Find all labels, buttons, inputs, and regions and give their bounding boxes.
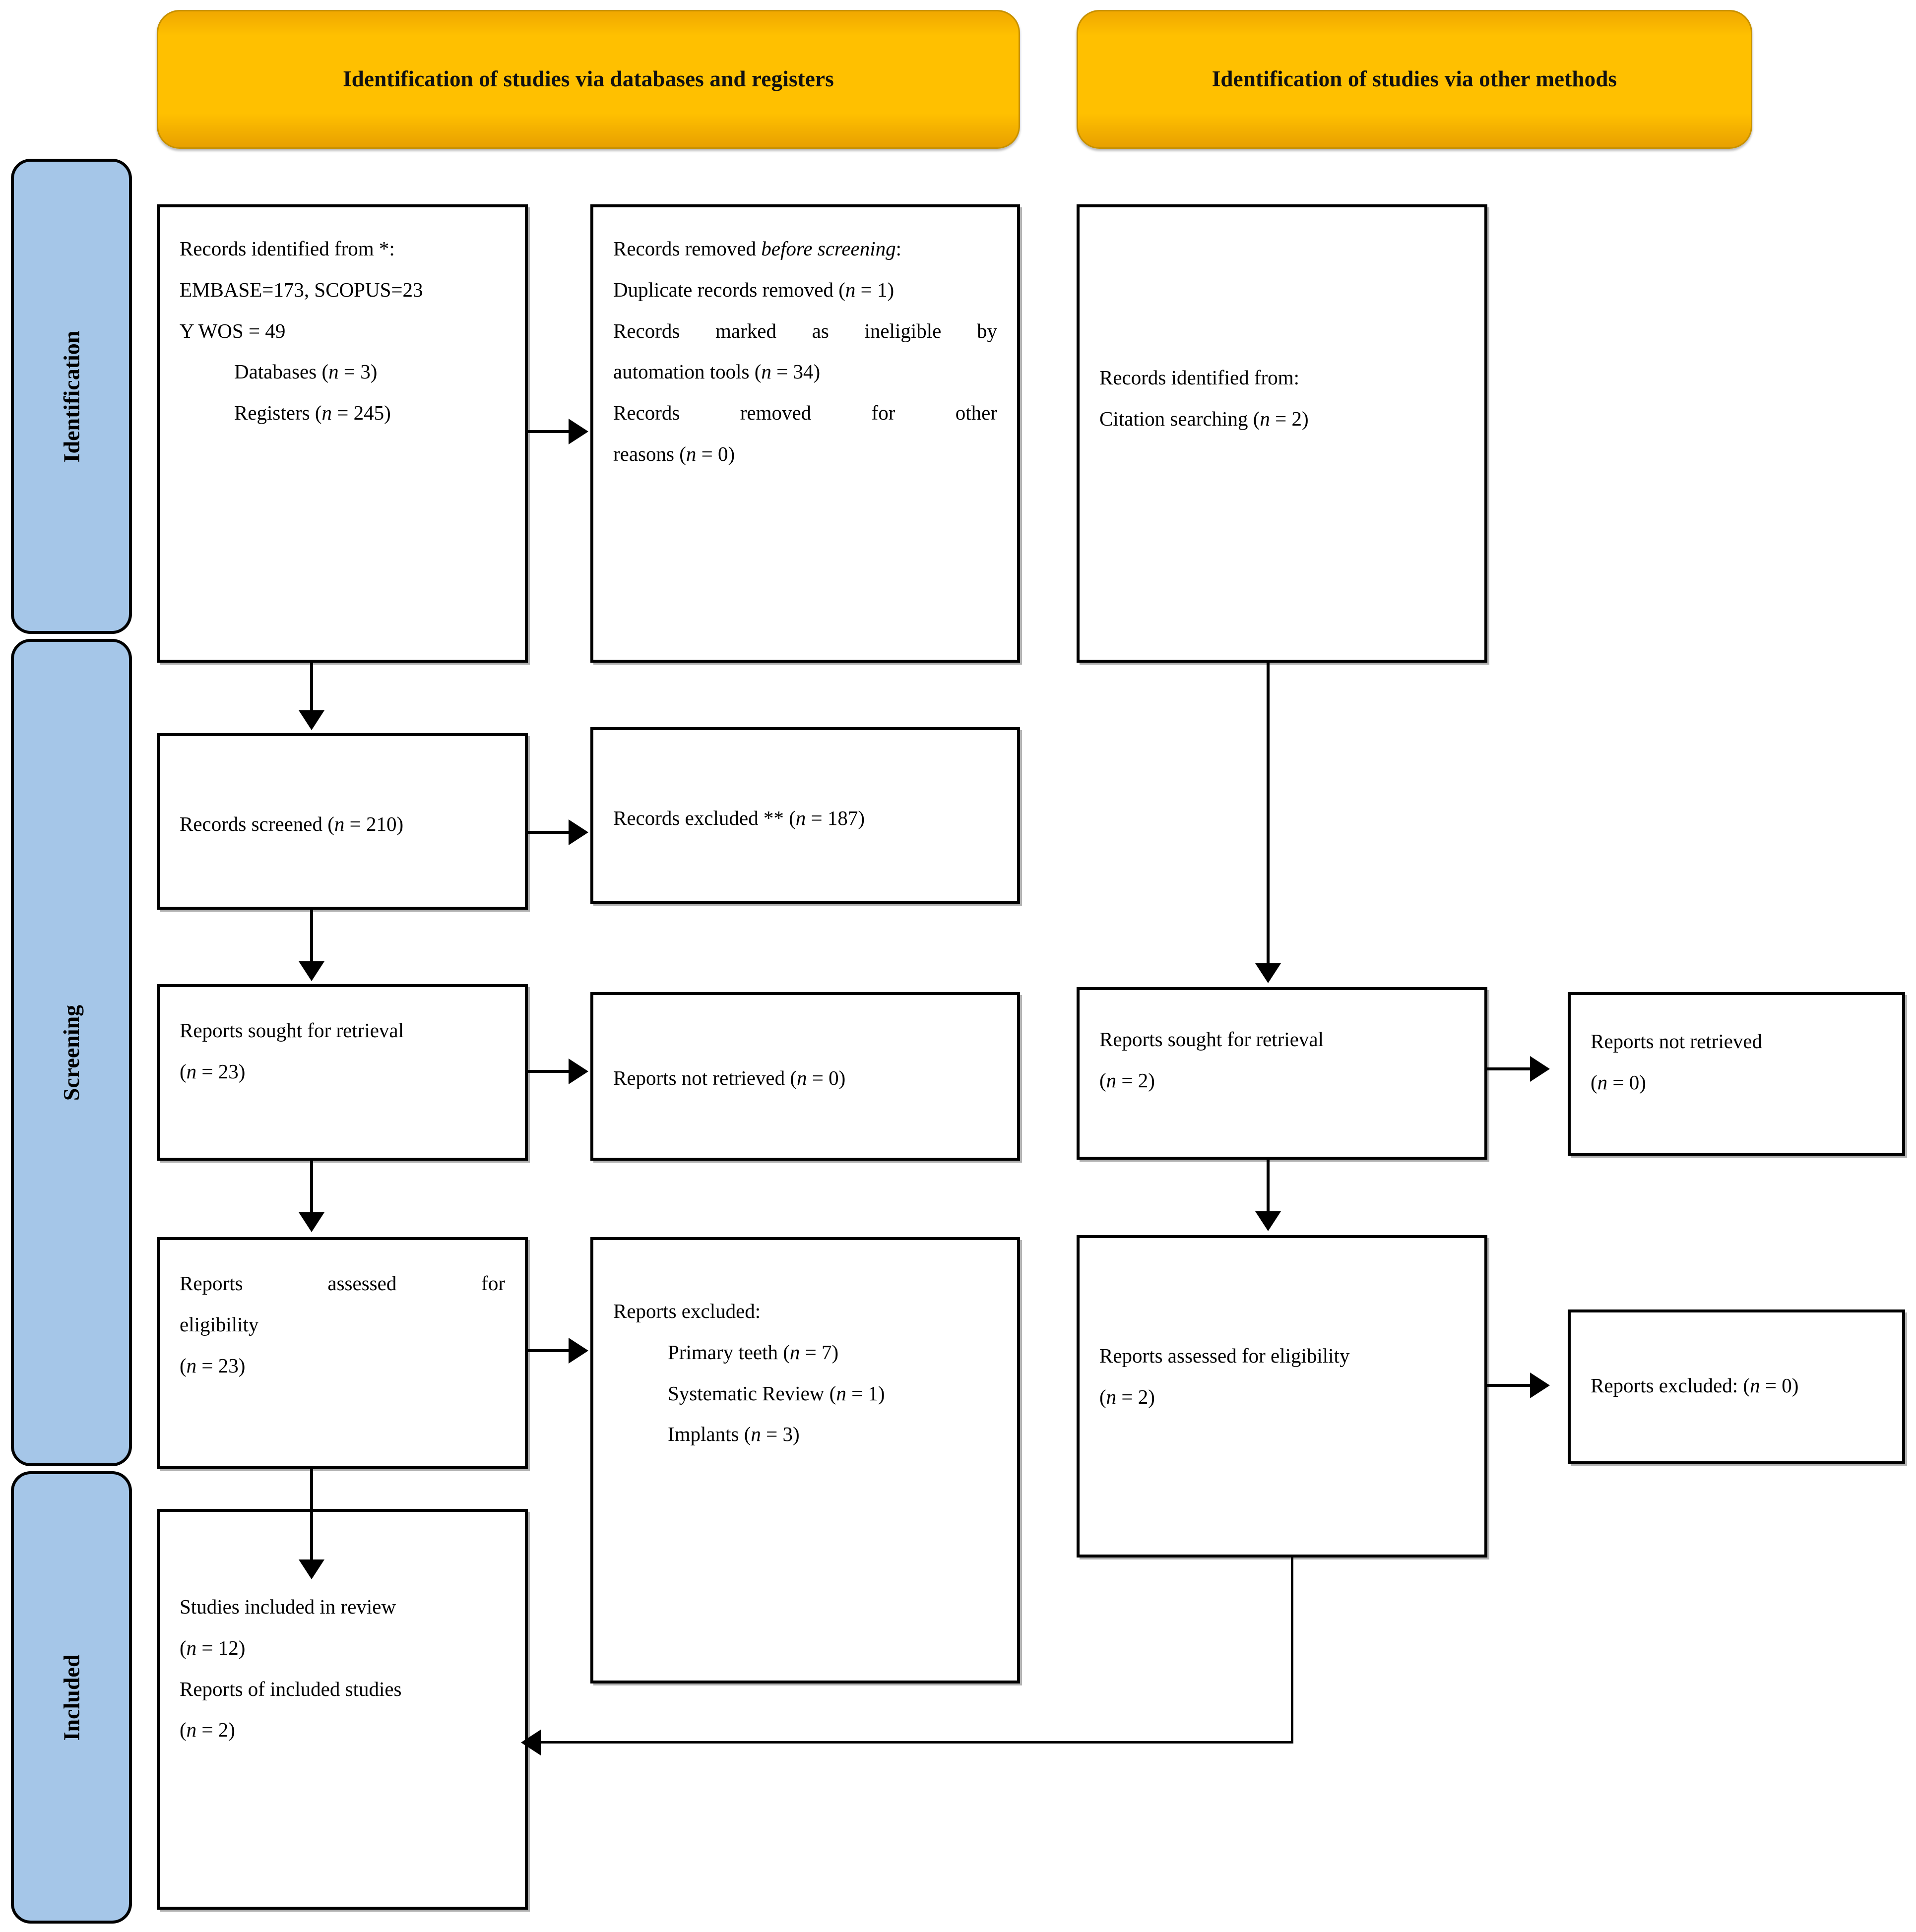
banner-databases-label: Identification of studies via databases …	[343, 66, 834, 92]
stage-included: Included	[11, 1471, 132, 1924]
box-other-sought: Reports sought for retrieval (n = 2)	[1077, 987, 1487, 1160]
connector-screened-to-excluded	[528, 831, 571, 834]
box-studies-included: Studies included in review (n = 12) Repo…	[157, 1509, 528, 1910]
records-removed-other-1: Records removed for other	[613, 401, 997, 425]
records-identified-databases: Databases (n = 3)	[234, 360, 378, 383]
other-not-retrieved-count: (n = 0)	[1591, 1070, 1646, 1094]
stage-screening: Screening	[11, 639, 132, 1466]
records-excluded-text: Records excluded ** (n = 187)	[613, 807, 865, 829]
connector-assessed-to-included	[310, 1469, 313, 1563]
reports-assessed-line2: eligibility	[180, 1312, 259, 1336]
studies-included-text: Studies included in review	[180, 1595, 396, 1618]
connector-other-assessed-to-excluded	[1487, 1384, 1532, 1387]
arrow-other-assessed-to-excluded	[1530, 1372, 1550, 1398]
stage-identification-label: Identification	[59, 330, 84, 462]
records-identified-registers: Registers (n = 245)	[234, 401, 391, 425]
banner-databases: Identification of studies via databases …	[157, 10, 1020, 149]
stage-screening-label: Screening	[59, 1004, 84, 1101]
stage-included-label: Included	[59, 1654, 84, 1741]
records-removed-duplicates: Duplicate records removed (n = 1)	[613, 278, 894, 301]
arrow-screened-to-excluded	[569, 819, 588, 845]
reports-of-included-count: (n = 2)	[180, 1718, 235, 1742]
connector-sought-to-not-retrieved	[528, 1070, 571, 1073]
box-records-excluded: Records excluded ** (n = 187)	[590, 727, 1020, 904]
reports-not-retrieved-text: Reports not retrieved (n = 0)	[613, 1066, 846, 1089]
connector-other-identified-to-sought	[1267, 663, 1270, 966]
arrow-sought-to-assessed	[299, 1212, 324, 1232]
records-screened-text: Records screened (n = 210)	[180, 812, 404, 835]
other-assessed-count: (n = 2)	[1099, 1385, 1155, 1408]
connector-sought-to-assessed	[310, 1161, 313, 1215]
records-identified-line1: Records identified from *:	[180, 237, 395, 260]
arrow-other-sought-to-assessed	[1255, 1211, 1281, 1231]
arrow-identified-to-removed	[569, 419, 588, 444]
reports-of-included-text: Reports of included studies	[180, 1677, 402, 1700]
connector-assessed-to-excluded	[528, 1349, 571, 1352]
other-excluded-text: Reports excluded: (n = 0)	[1591, 1374, 1799, 1397]
reports-excluded-heading: Reports excluded:	[613, 1300, 761, 1322]
other-not-retrieved-text: Reports not retrieved	[1591, 1030, 1763, 1053]
banner-other-methods: Identification of studies via other meth…	[1077, 10, 1752, 149]
arrow-sought-to-not-retrieved	[569, 1059, 588, 1084]
arrow-identified-to-screened	[299, 710, 324, 730]
reports-excluded-systematic-review: Systematic Review (n = 1)	[668, 1381, 885, 1405]
reports-sought-count: (n = 23)	[180, 1059, 246, 1083]
other-sought-count: (n = 2)	[1099, 1068, 1155, 1092]
box-other-not-retrieved: Reports not retrieved (n = 0)	[1568, 992, 1905, 1156]
records-identified-line2: EMBASE=173, SCOPUS=23	[180, 278, 423, 301]
records-removed-heading: Records removed before screening:	[613, 237, 902, 260]
box-reports-not-retrieved: Reports not retrieved (n = 0)	[590, 992, 1020, 1161]
box-reports-excluded-reasons: Reports excluded: Primary teeth (n = 7) …	[590, 1237, 1020, 1683]
reports-assessed-line1: Reports assessed for	[180, 1272, 505, 1295]
box-other-excluded: Reports excluded: (n = 0)	[1568, 1309, 1905, 1464]
records-removed-automation-1: Records marked as ineligible by	[613, 319, 997, 342]
connector-identified-to-removed	[528, 430, 571, 433]
box-reports-sought: Reports sought for retrieval (n = 23)	[157, 984, 528, 1161]
box-records-screened: Records screened (n = 210)	[157, 733, 528, 910]
arrow-other-sought-to-not-retrieved	[1530, 1056, 1550, 1082]
records-removed-other-2: reasons (n = 0)	[613, 442, 735, 466]
reports-excluded-implants: Implants (n = 3)	[668, 1423, 800, 1446]
connector-screened-to-sought	[310, 910, 313, 964]
records-identified-line3: Y WOS = 49	[180, 319, 286, 342]
connector-other-sought-to-assessed	[1267, 1160, 1270, 1214]
arrow-other-identified-to-sought	[1255, 963, 1281, 983]
studies-included-count: (n = 12)	[180, 1636, 246, 1659]
reports-excluded-primary-teeth: Primary teeth (n = 7)	[668, 1340, 839, 1364]
box-reports-assessed: Reports assessed for eligibility (n = 23…	[157, 1237, 528, 1469]
connector-other-assessed-elbow-horizontal	[541, 1741, 1292, 1744]
other-assessed-text: Reports assessed for eligibility	[1099, 1344, 1350, 1367]
reports-assessed-count: (n = 23)	[180, 1354, 246, 1377]
other-sought-text: Reports sought for retrieval	[1099, 1028, 1324, 1051]
arrow-screened-to-sought	[299, 961, 324, 981]
banner-other-methods-label: Identification of studies via other meth…	[1212, 66, 1617, 92]
other-identified-line1: Records identified from:	[1099, 366, 1300, 389]
arrow-other-assessed-to-included	[521, 1730, 541, 1755]
box-other-identified: Records identified from: Citation search…	[1077, 204, 1487, 663]
box-records-removed: Records removed before screening: Duplic…	[590, 204, 1020, 663]
connector-other-sought-to-not-retrieved	[1487, 1067, 1532, 1070]
connector-identified-to-screened	[310, 663, 313, 714]
box-other-assessed: Reports assessed for eligibility (n = 2)	[1077, 1235, 1487, 1558]
arrow-assessed-to-excluded	[569, 1338, 588, 1364]
arrow-assessed-to-included	[299, 1559, 324, 1579]
reports-sought-text: Reports sought for retrieval	[180, 1019, 404, 1042]
other-identified-line2: Citation searching (n = 2)	[1099, 407, 1309, 430]
stage-identification: Identification	[11, 159, 132, 634]
records-removed-automation-2: automation tools (n = 34)	[613, 360, 821, 383]
connector-other-assessed-elbow-vertical	[1291, 1555, 1293, 1744]
box-records-identified: Records identified from *: EMBASE=173, S…	[157, 204, 528, 663]
